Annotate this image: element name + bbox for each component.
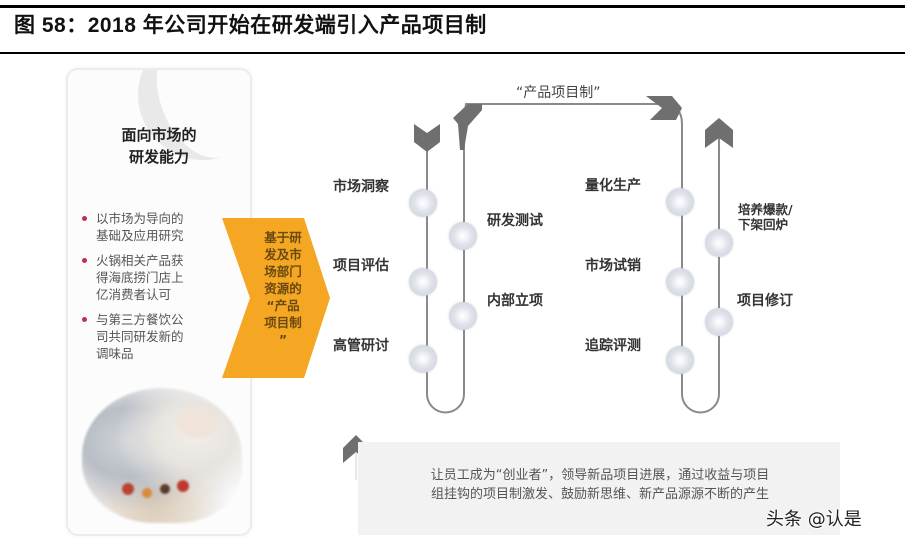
label-rd-testing: 研发测试 (487, 213, 543, 229)
top-rule (0, 5, 905, 8)
chevron-text-line: 发及市 (264, 247, 302, 262)
chevron-text-line: 项目制 (264, 315, 302, 330)
node-rd-testing (449, 222, 477, 250)
label-hit-or-rework: 培养爆款/ 下架回炉 (738, 202, 793, 232)
summary-line: 让员工成为“创业者”，领导新品项目进展，通过收益与项目 (430, 468, 770, 483)
node-mass-production (666, 188, 694, 216)
label-market-trial: 市场试销 (585, 258, 641, 274)
title-underline (0, 52, 905, 54)
bullet-dot-icon (82, 258, 87, 263)
bullet-text: 司共同研发新的 (96, 329, 184, 344)
bullet-item: 与第三方餐饮公 司共同研发新的 调味品 (80, 311, 240, 362)
bullet-text: 基础及应用研究 (96, 228, 184, 243)
card-heading-line: 面向市场的 (121, 126, 197, 144)
chevron-text: 基于研 发及市 场部门 资源的 “产品 项目制 ” (254, 229, 312, 348)
market-rd-card: 面向市场的 研发能力 以市场为导向的 基础及应用研究 火锅相关产品获 得海底捞门… (66, 68, 252, 536)
sample-dark (160, 484, 170, 494)
label-tracking-evaluation: 追踪评测 (585, 338, 641, 354)
right-arrow-icon (646, 96, 682, 120)
bullet-text: 以市场为导向的 (96, 211, 184, 226)
chevron-text-line: 基于研 (264, 230, 302, 245)
corner-up-arrow-icon (453, 104, 482, 150)
bullet-list: 以市场为导向的 基础及应用研究 火锅相关产品获 得海底捞门店上 亿消费者认可 与… (80, 210, 240, 370)
label-executive-review: 高管研讨 (333, 338, 389, 354)
label-project-evaluation: 项目评估 (333, 258, 389, 274)
sample-orange (142, 488, 152, 498)
chevron-text-line: 场部门 (264, 264, 302, 279)
sample-red (122, 483, 134, 495)
node-project-evaluation (409, 268, 437, 296)
orange-chevron-arrow (222, 218, 330, 378)
bullet-dot-icon (82, 317, 87, 322)
researcher-face (177, 408, 217, 438)
watermark: 头条 @认是 (766, 509, 862, 530)
node-executive-review (409, 345, 437, 373)
left-loop-path (426, 103, 662, 414)
bullet-text: 调味品 (96, 346, 134, 361)
summary-text: 让员工成为“创业者”，领导新品项目进展，通过收益与项目 组挂钩的项目制激发、鼓励… (366, 466, 834, 504)
label-mass-production: 量化生产 (585, 178, 641, 194)
node-project-revision (705, 308, 733, 336)
node-tracking-evaluation (666, 346, 694, 374)
label-internal-approval: 内部立项 (487, 293, 543, 309)
node-hit-or-rework (705, 229, 733, 257)
label-line: 下架回炉 (738, 217, 789, 232)
figure-title: 图 58：2018 年公司开始在研发端引入产品项目制 (14, 14, 487, 37)
card-heading-line: 研发能力 (128, 148, 189, 166)
bullet-text: 得海底捞门店上 (96, 270, 184, 285)
sample-red (177, 480, 189, 492)
chevron-text-line: ” (278, 332, 288, 347)
summary-line: 组挂钩的项目制激发、鼓励新思维、新产品源源不断的产生 (430, 487, 769, 502)
lab-researcher-photo (82, 388, 242, 523)
up-chevron-icon (705, 118, 733, 148)
node-internal-approval (449, 302, 477, 330)
summary-box: 让员工成为“创业者”，领导新品项目进展，通过收益与项目 组挂钩的项目制激发、鼓励… (358, 442, 840, 535)
chevron-text-line: 资源的 (264, 281, 302, 296)
label-market-insight: 市场洞察 (333, 179, 389, 195)
bullet-text: 亿消费者认可 (96, 287, 172, 302)
bullet-text: 火锅相关产品获 (96, 253, 184, 268)
label-project-revision: 项目修订 (737, 293, 793, 309)
bullet-text: 与第三方餐饮公 (96, 312, 184, 327)
chevron-text-line: “产品 (266, 298, 300, 313)
bullet-item: 火锅相关产品获 得海底捞门店上 亿消费者认可 (80, 252, 240, 303)
node-market-insight (409, 189, 437, 217)
card-heading: 面向市场的 研发能力 (68, 124, 250, 168)
down-chevron-icon (414, 124, 440, 152)
bullet-item: 以市场为导向的 基础及应用研究 (80, 210, 240, 244)
flow-title: “产品项目制” (516, 85, 601, 101)
label-line: 培养爆款/ (738, 202, 793, 217)
bullet-dot-icon (82, 216, 87, 221)
node-market-trial (666, 268, 694, 296)
